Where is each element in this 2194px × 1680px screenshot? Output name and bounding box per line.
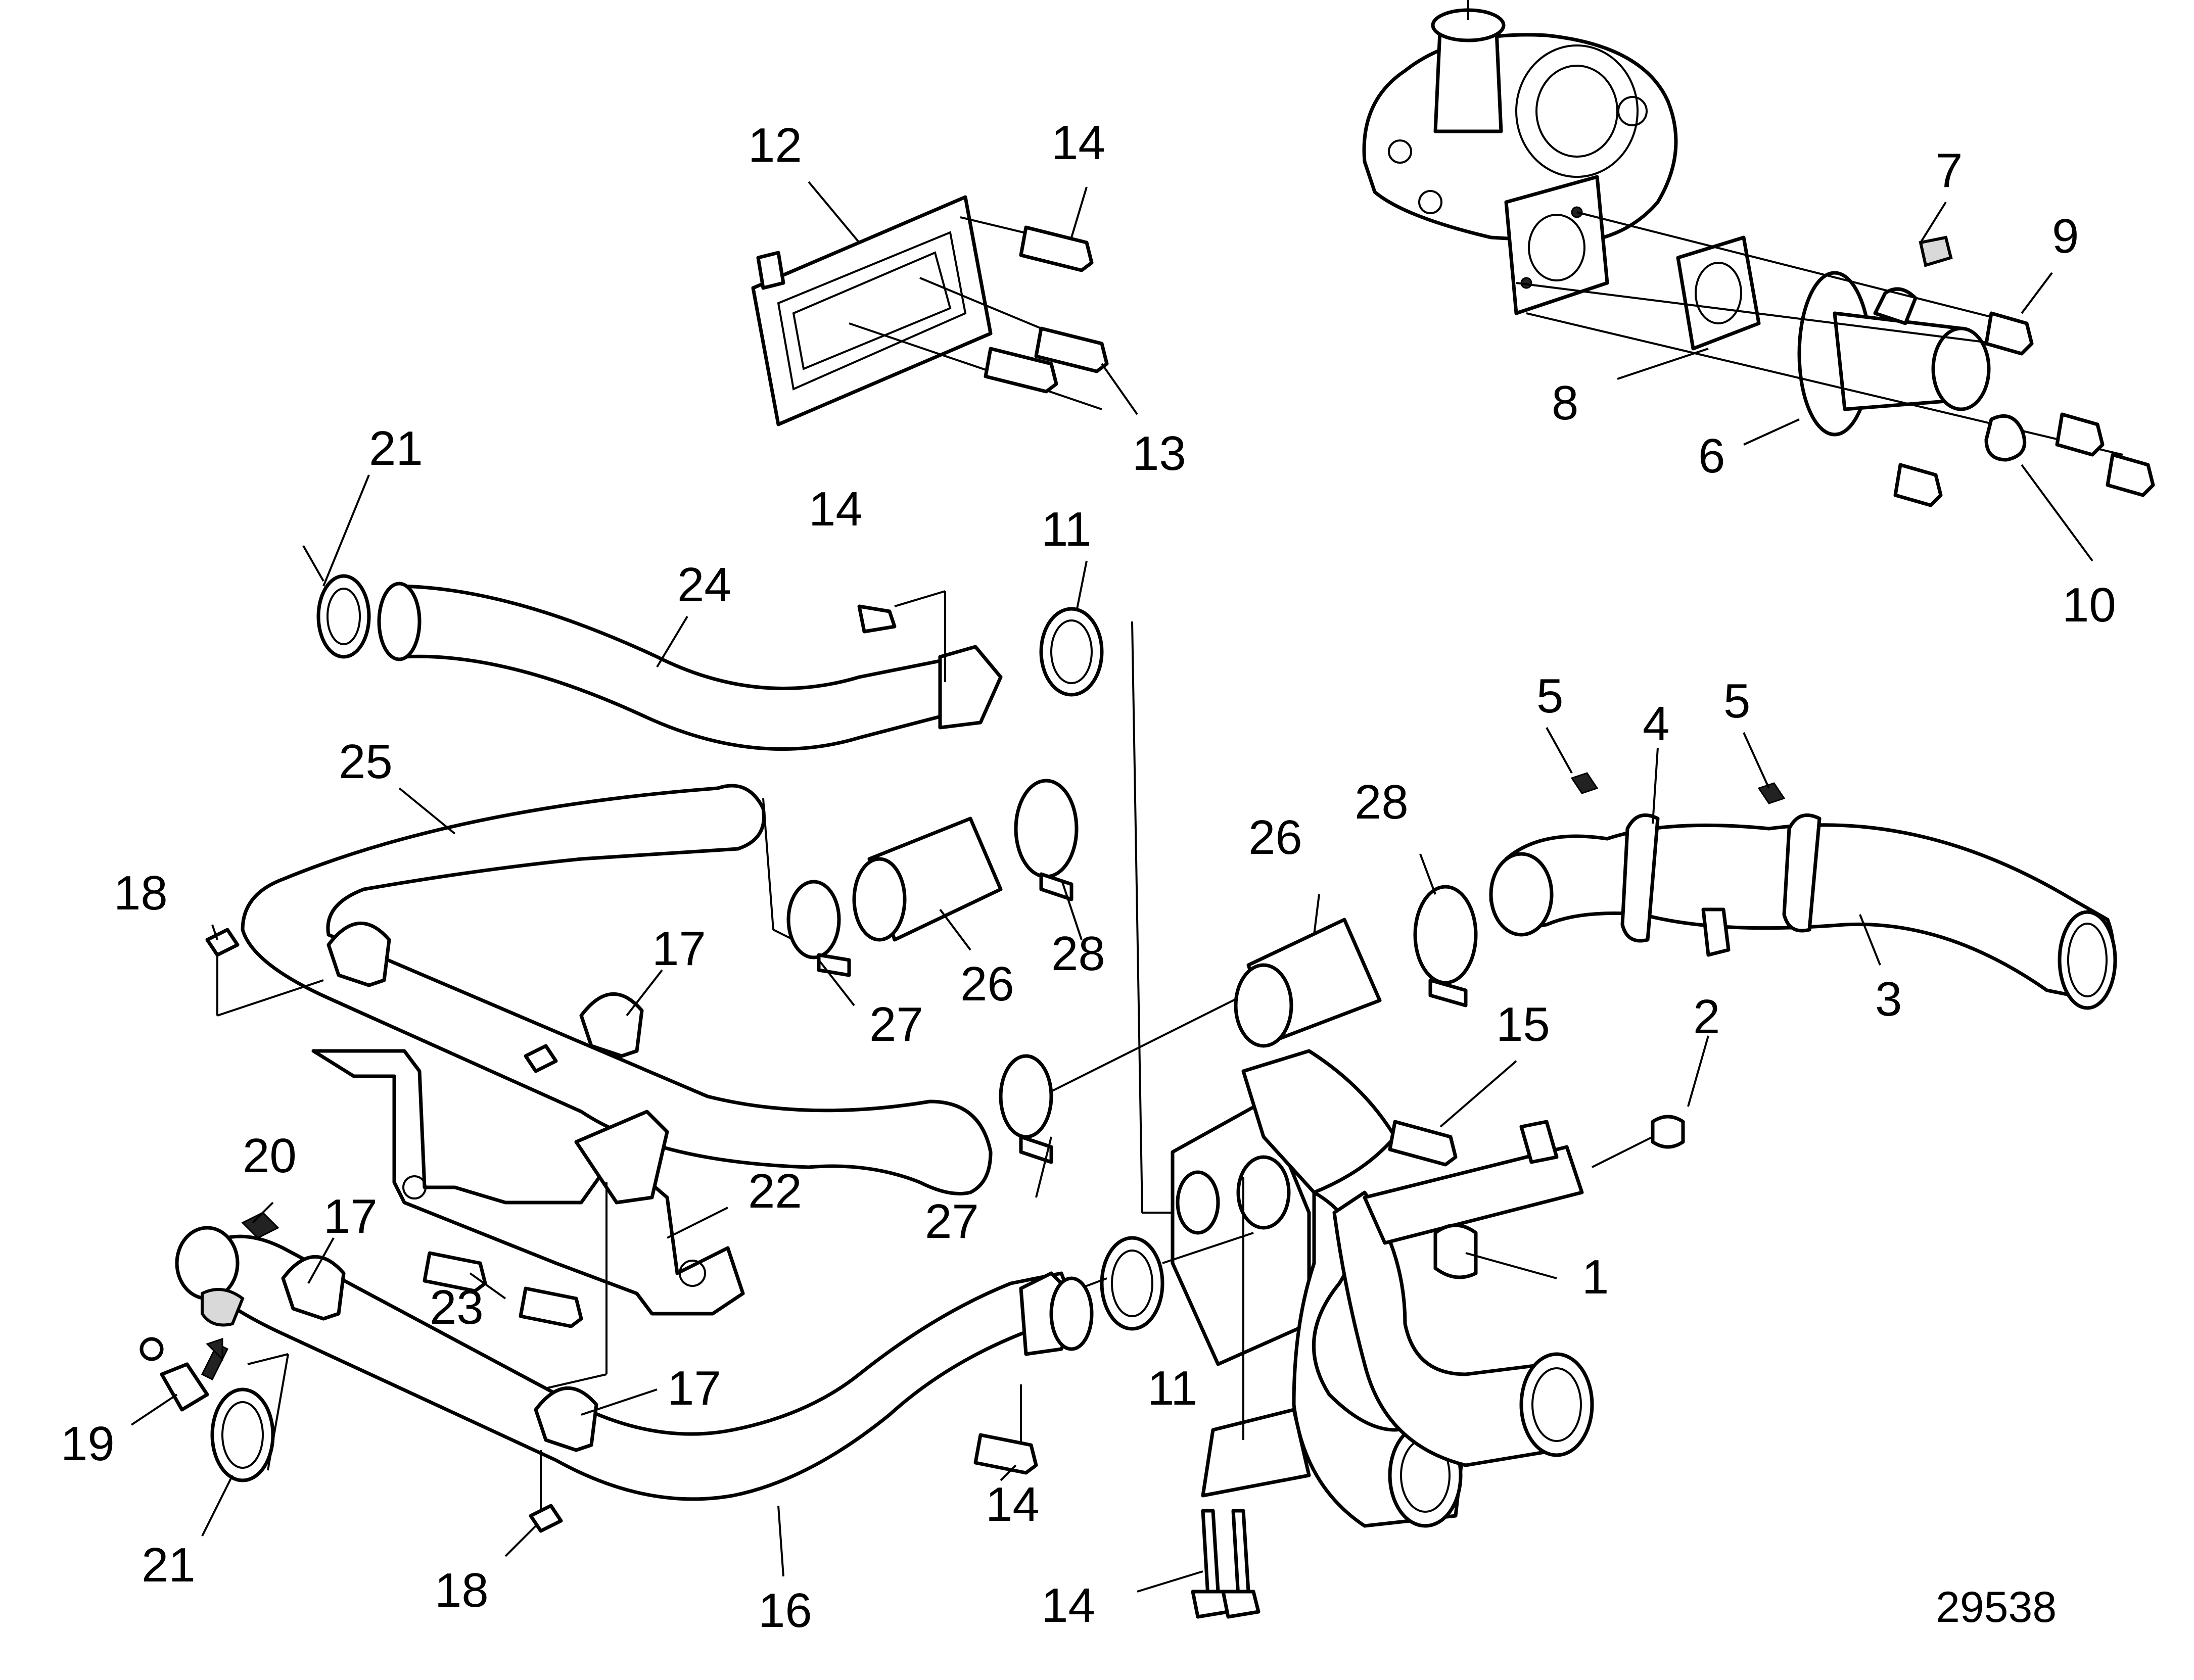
cover-plate-illustration [751, 195, 1109, 426]
label-28a: 28 [1051, 927, 1105, 981]
pipe-25-illustration [205, 784, 993, 1195]
label-16: 16 [758, 1583, 812, 1638]
label-25: 25 [339, 735, 393, 789]
bracket-22-illustration [311, 1049, 745, 1390]
label-24: 24 [677, 558, 731, 612]
label-13: 13 [1132, 426, 1186, 481]
label-26b: 26 [1248, 810, 1302, 865]
label-11a: 11 [1041, 502, 1092, 556]
label-17a: 17 [652, 922, 706, 976]
pipe-16-illustration [175, 1212, 1094, 1533]
label-23: 23 [430, 1280, 484, 1334]
label-17b: 17 [323, 1189, 378, 1243]
gasket-11-lower [1066, 1232, 1254, 1331]
label-18a: 18 [114, 866, 168, 920]
label-20: 20 [243, 1129, 297, 1183]
label-14c: 14 [986, 1477, 1040, 1531]
label-leader-lines [130, 181, 2093, 1593]
pump-gasket-and-connector [1516, 211, 2155, 507]
label-14d: 14 [1041, 1578, 1095, 1633]
label-1: 1 [1582, 1250, 1609, 1304]
parts-19-21-lower-left [139, 1337, 289, 1482]
label-17c: 17 [667, 1361, 721, 1415]
label-11b: 11 [1147, 1361, 1198, 1415]
label-18b: 18 [435, 1563, 489, 1617]
label-15: 15 [1496, 997, 1550, 1051]
hose-3-illustration [1489, 772, 2117, 1010]
label-21a: 21 [369, 421, 423, 475]
label-2: 2 [1693, 990, 1720, 1044]
hose-and-clamps-center [786, 621, 1254, 1214]
label-5b: 5 [1723, 674, 1750, 728]
label-28b: 28 [1355, 775, 1409, 829]
label-26a: 26 [960, 957, 1014, 1011]
drawing-number: 29538 [1936, 1583, 2057, 1631]
label-8: 8 [1552, 376, 1578, 430]
label-27b: 27 [925, 1194, 979, 1249]
label-12: 12 [748, 118, 802, 172]
label-27a: 27 [869, 997, 923, 1051]
label-6: 6 [1698, 429, 1725, 483]
manifold-1-illustration [1171, 1049, 1685, 1528]
label-5a: 5 [1536, 669, 1563, 723]
label-4: 4 [1643, 697, 1669, 751]
bolts-14-lower [1191, 1509, 1261, 1619]
pipe-24-illustration [302, 545, 1104, 751]
label-14b: 14 [809, 482, 863, 536]
water-pump-illustration [1362, 0, 1678, 315]
label-7: 7 [1936, 143, 1963, 198]
label-3: 3 [1875, 972, 1902, 1026]
label-22: 22 [748, 1164, 802, 1218]
label-9: 9 [2052, 209, 2079, 263]
part-number-labels: 1 2 3 4 5 5 6 7 8 9 10 11 11 12 13 14 14… [61, 116, 2116, 1638]
label-14a: 14 [1051, 116, 1105, 170]
hose-and-clamps-right [1234, 885, 1478, 1048]
label-21b: 21 [142, 1538, 196, 1592]
label-10: 10 [2062, 578, 2116, 632]
label-19: 19 [61, 1417, 115, 1471]
